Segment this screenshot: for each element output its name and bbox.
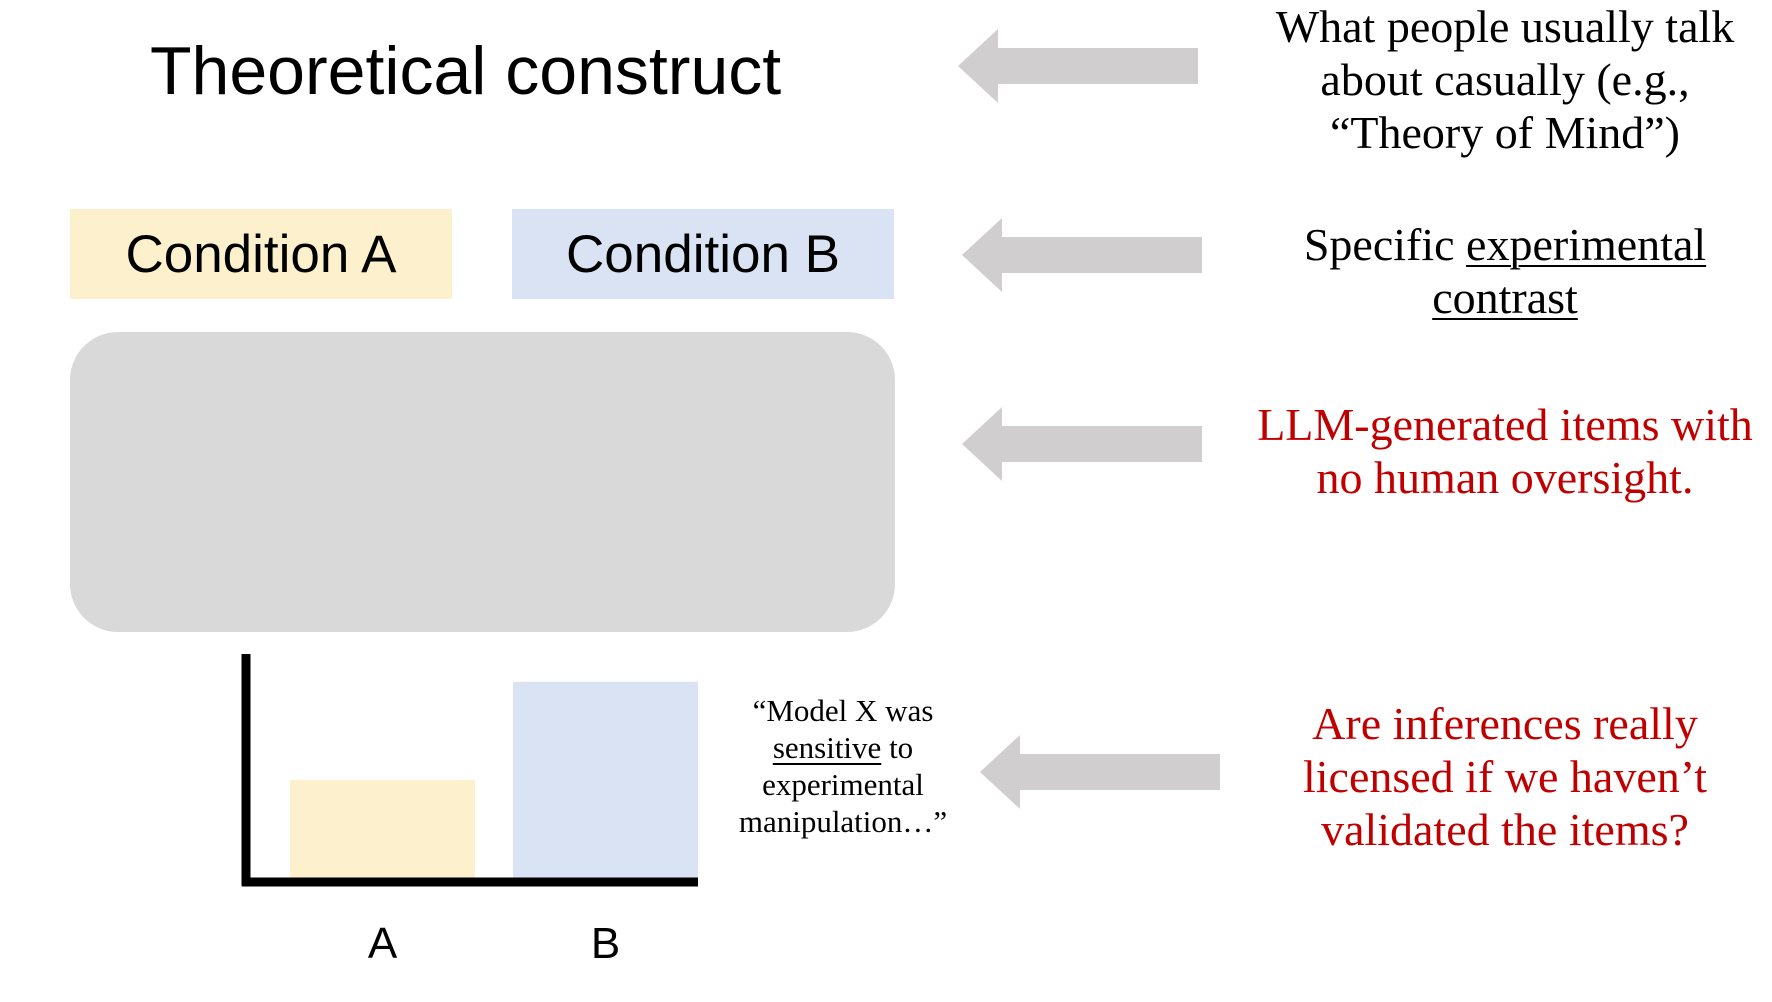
left-arrow-icon: [962, 218, 1202, 292]
contrast-note-underlined: contrast: [1432, 272, 1578, 323]
theoretical-construct-title: Theoretical construct: [150, 33, 782, 109]
inference-note-line: Are inferences really: [1312, 698, 1698, 749]
llm-items-note-line: LLM-generated items with: [1257, 399, 1753, 450]
construct-note-line: What people usually talk: [1275, 1, 1735, 52]
llm-items-note: LLM-generated items with no human oversi…: [1235, 398, 1772, 504]
inference-note-line: licensed if we haven’t: [1302, 751, 1708, 802]
construct-note-line: about casually (e.g.,: [1320, 54, 1690, 105]
quote-line: manipulation…”: [738, 804, 948, 839]
left-arrow-icon: [980, 735, 1220, 809]
condition-a-box: Condition A: [70, 209, 452, 299]
quote-line: experimental: [762, 767, 924, 802]
condition-b-label: Condition B: [565, 224, 840, 284]
model-quote: “Model X was sensitive to experimental m…: [718, 692, 968, 840]
bar-a: [290, 779, 475, 878]
condition-a-label: Condition A: [125, 224, 397, 284]
quote-line: “Model X was: [752, 693, 934, 728]
contrast-note-prefix: Specific: [1303, 219, 1467, 270]
condition-b-box: Condition B: [512, 209, 894, 299]
x-tick-label-b: B: [591, 919, 620, 968]
quote-underlined-word: sensitive: [772, 730, 882, 765]
bar-b: [513, 681, 698, 878]
quote-line: to: [881, 730, 914, 765]
left-arrow-icon: [958, 29, 1198, 103]
inference-note-line: validated the items?: [1321, 804, 1689, 855]
inference-question-note: Are inferences really licensed if we hav…: [1240, 697, 1770, 856]
construct-note: What people usually talk about casually …: [1240, 0, 1770, 159]
generated-items-box: [70, 332, 895, 632]
contrast-note: Specific experimental contrast: [1240, 218, 1770, 324]
construct-note-line: “Theory of Mind”): [1330, 107, 1680, 158]
x-tick-label-a: A: [368, 919, 398, 968]
contrast-note-underlined: experimental: [1466, 219, 1707, 270]
llm-items-note-line: no human oversight.: [1316, 452, 1694, 503]
left-arrow-icon: [962, 407, 1202, 481]
